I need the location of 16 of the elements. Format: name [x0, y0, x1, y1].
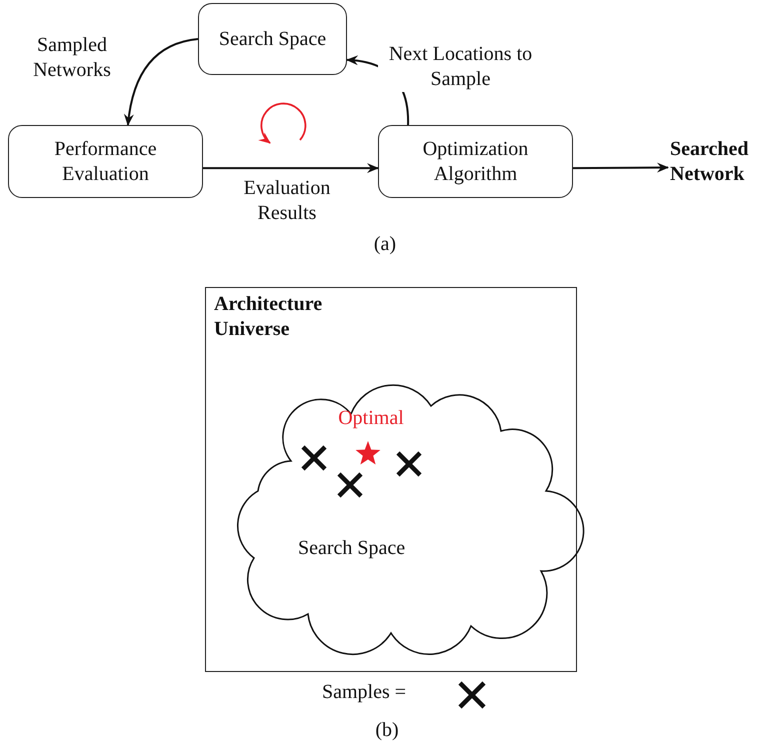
- box-text: Optimization Algorithm: [422, 136, 530, 186]
- subfigure-label: (a): [372, 232, 398, 257]
- frame-title: Architecture Universe: [214, 292, 324, 342]
- process-box: [8, 125, 203, 198]
- optimum-label: Optimal: [337, 406, 405, 431]
- box-text: Search Space: [218, 26, 326, 52]
- legend-label: Samples =: [322, 680, 406, 705]
- arrow: [124, 38, 198, 126]
- process-box: [198, 3, 347, 75]
- subfigure-label: (b): [374, 718, 400, 743]
- cloud-label: Search Space: [298, 536, 406, 561]
- arrow: [203, 163, 379, 174]
- output-label: Searched Network: [670, 137, 750, 187]
- process-box: [378, 125, 573, 198]
- box-text: Performance Evaluation: [53, 136, 158, 186]
- arrow: [573, 162, 669, 173]
